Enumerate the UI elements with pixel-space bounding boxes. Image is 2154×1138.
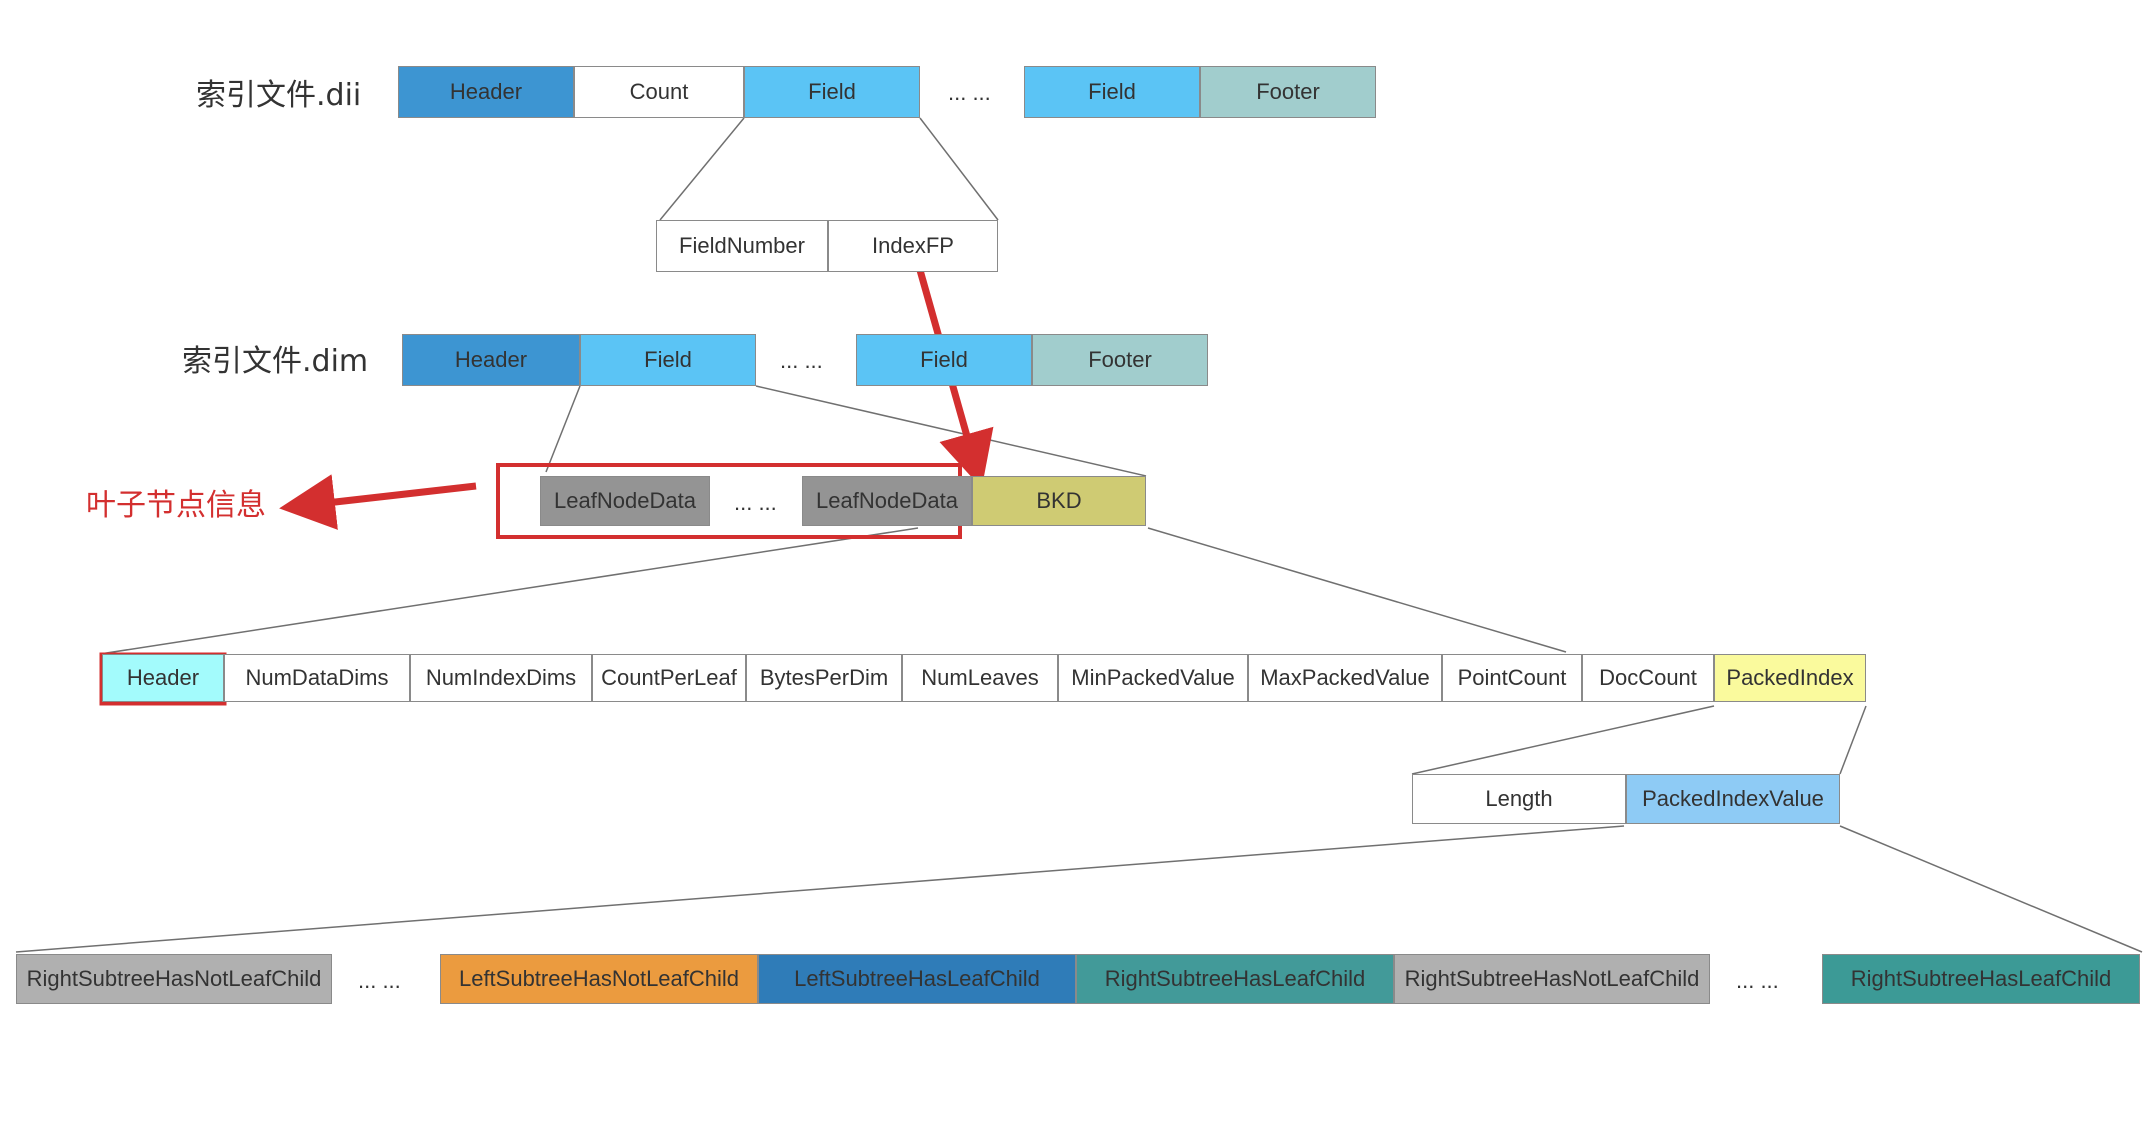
bkd-num-leaves-cell: NumLeaves	[902, 654, 1058, 702]
bkd-min-packed-value-cell: MinPackedValue	[1058, 654, 1248, 702]
connector-line	[1411, 705, 1715, 775]
leaf-node-data-cell: LeafNodeData	[802, 476, 972, 526]
right-subtree-has-leaf-child-cell: RightSubtreeHasLeafChild	[1822, 954, 2140, 1004]
packed-value-ellipsis: ... ...	[1736, 968, 1779, 993]
connector-line	[15, 825, 1625, 953]
connector-line	[545, 385, 581, 473]
bkd-bytes-per-dim-cell: BytesPerDim	[746, 654, 902, 702]
dii-ellipsis: ... ...	[948, 80, 991, 105]
leaf-annotation-arrow	[279, 474, 477, 530]
dii-field-cell: Field	[1024, 66, 1200, 118]
bkd-packed-index-cell: PackedIndex	[1714, 654, 1866, 702]
connector-line	[1147, 527, 1567, 653]
packed-value-ellipsis: ... ...	[358, 968, 401, 993]
dii-file-title: 索引文件.dii	[196, 78, 362, 113]
index-fp-cell: IndexFP	[828, 220, 998, 272]
dim-file-title: 索引文件.dim	[182, 344, 369, 379]
packed-index-length-cell: Length	[1412, 774, 1626, 824]
dim-header-cell: Header	[402, 334, 580, 386]
bkd-doc-count-cell: DocCount	[1582, 654, 1714, 702]
field-number-cell: FieldNumber	[656, 220, 828, 272]
dii-field-cell: Field	[744, 66, 920, 118]
connector-line	[659, 117, 745, 221]
bkd-max-packed-value-cell: MaxPackedValue	[1248, 654, 1442, 702]
bkd-count-per-leaf-cell: CountPerLeaf	[592, 654, 746, 702]
connector-line	[1839, 705, 1867, 775]
bkd-num-data-dims-cell: NumDataDims	[224, 654, 410, 702]
bkd-header-cell: Header	[102, 654, 224, 702]
dii-count-cell: Count	[574, 66, 744, 118]
dii-footer-cell: Footer	[1200, 66, 1376, 118]
bkd-point-count-cell: PointCount	[1442, 654, 1582, 702]
connector-line	[755, 385, 1147, 477]
left-subtree-has-leaf-child-cell: LeftSubtreeHasLeafChild	[758, 954, 1076, 1004]
dii-header-cell: Header	[398, 66, 574, 118]
leaf-node-data-cell: LeafNodeData	[540, 476, 710, 526]
right-subtree-has-leaf-child-cell: RightSubtreeHasLeafChild	[1076, 954, 1394, 1004]
connector-line	[1839, 825, 2143, 953]
left-subtree-has-not-leaf-child-cell: LeftSubtreeHasNotLeafChild	[440, 954, 758, 1004]
right-subtree-has-not-leaf-child-cell: RightSubtreeHasNotLeafChild	[16, 954, 332, 1004]
bkd-num-index-dims-cell: NumIndexDims	[410, 654, 592, 702]
leaf-node-info-label: 叶子节点信息	[86, 488, 266, 523]
connector-line	[919, 117, 999, 221]
bkd-cell: BKD	[972, 476, 1146, 526]
connector-line	[99, 527, 919, 655]
dim-footer-cell: Footer	[1032, 334, 1208, 386]
dim-field-cell: Field	[580, 334, 756, 386]
packed-index-value-cell: PackedIndexValue	[1626, 774, 1840, 824]
right-subtree-has-not-leaf-child-cell: RightSubtreeHasNotLeafChild	[1394, 954, 1710, 1004]
dim-field-cell: Field	[856, 334, 1032, 386]
leaf-ellipsis: ... ...	[734, 490, 777, 515]
dim-ellipsis: ... ...	[780, 348, 823, 373]
